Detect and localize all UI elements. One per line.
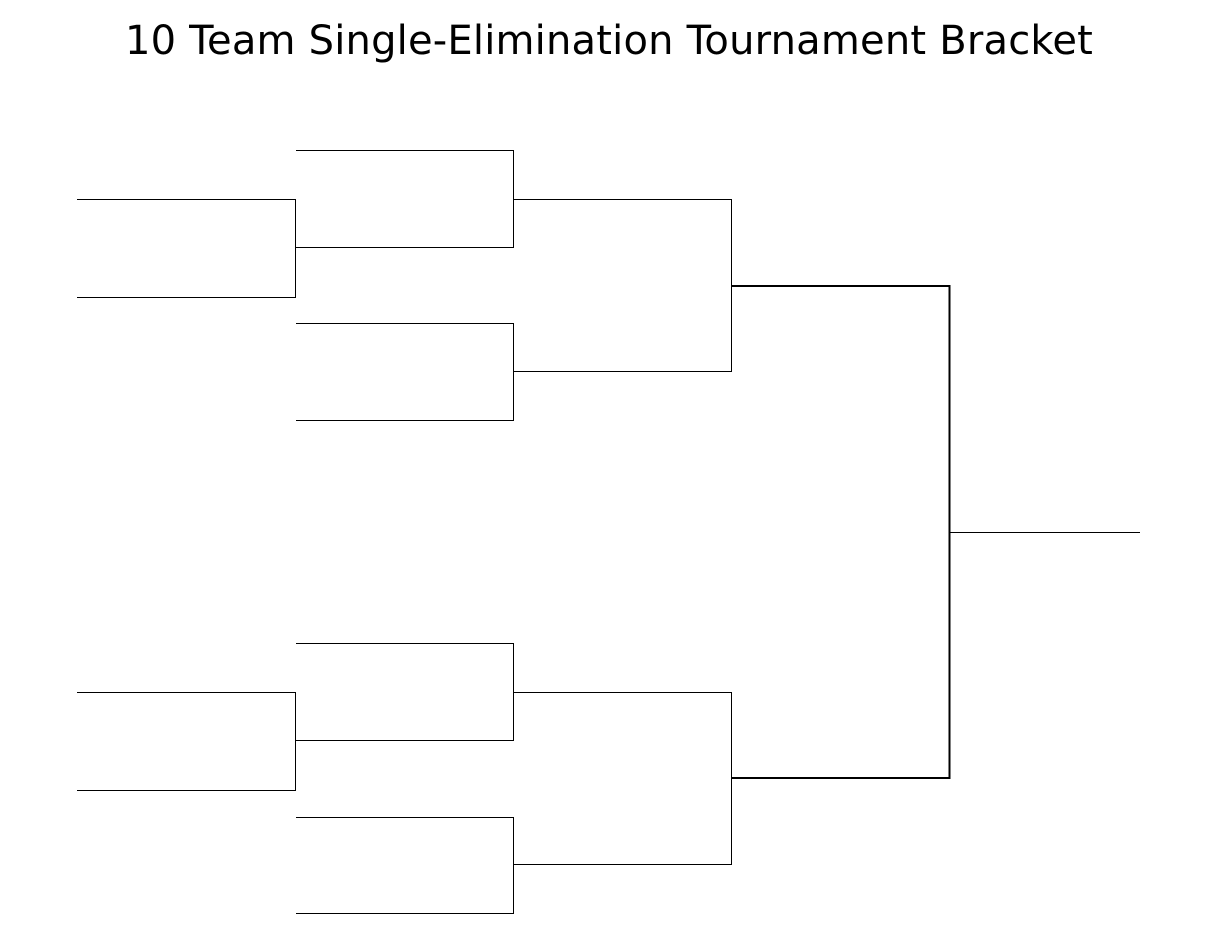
round1-match-bottom: [77, 692, 296, 791]
round2-match-2: [296, 323, 514, 421]
final-match: [731, 285, 951, 779]
round1-match-top: [77, 199, 296, 298]
round3-match-top: [514, 199, 732, 372]
round3-match-bottom: [514, 692, 732, 865]
round2-match-1: [296, 150, 514, 248]
page-title: 10 Team Single-Elimination Tournament Br…: [124, 18, 1094, 64]
round2-match-3: [296, 643, 514, 741]
round2-match-4: [296, 817, 514, 914]
